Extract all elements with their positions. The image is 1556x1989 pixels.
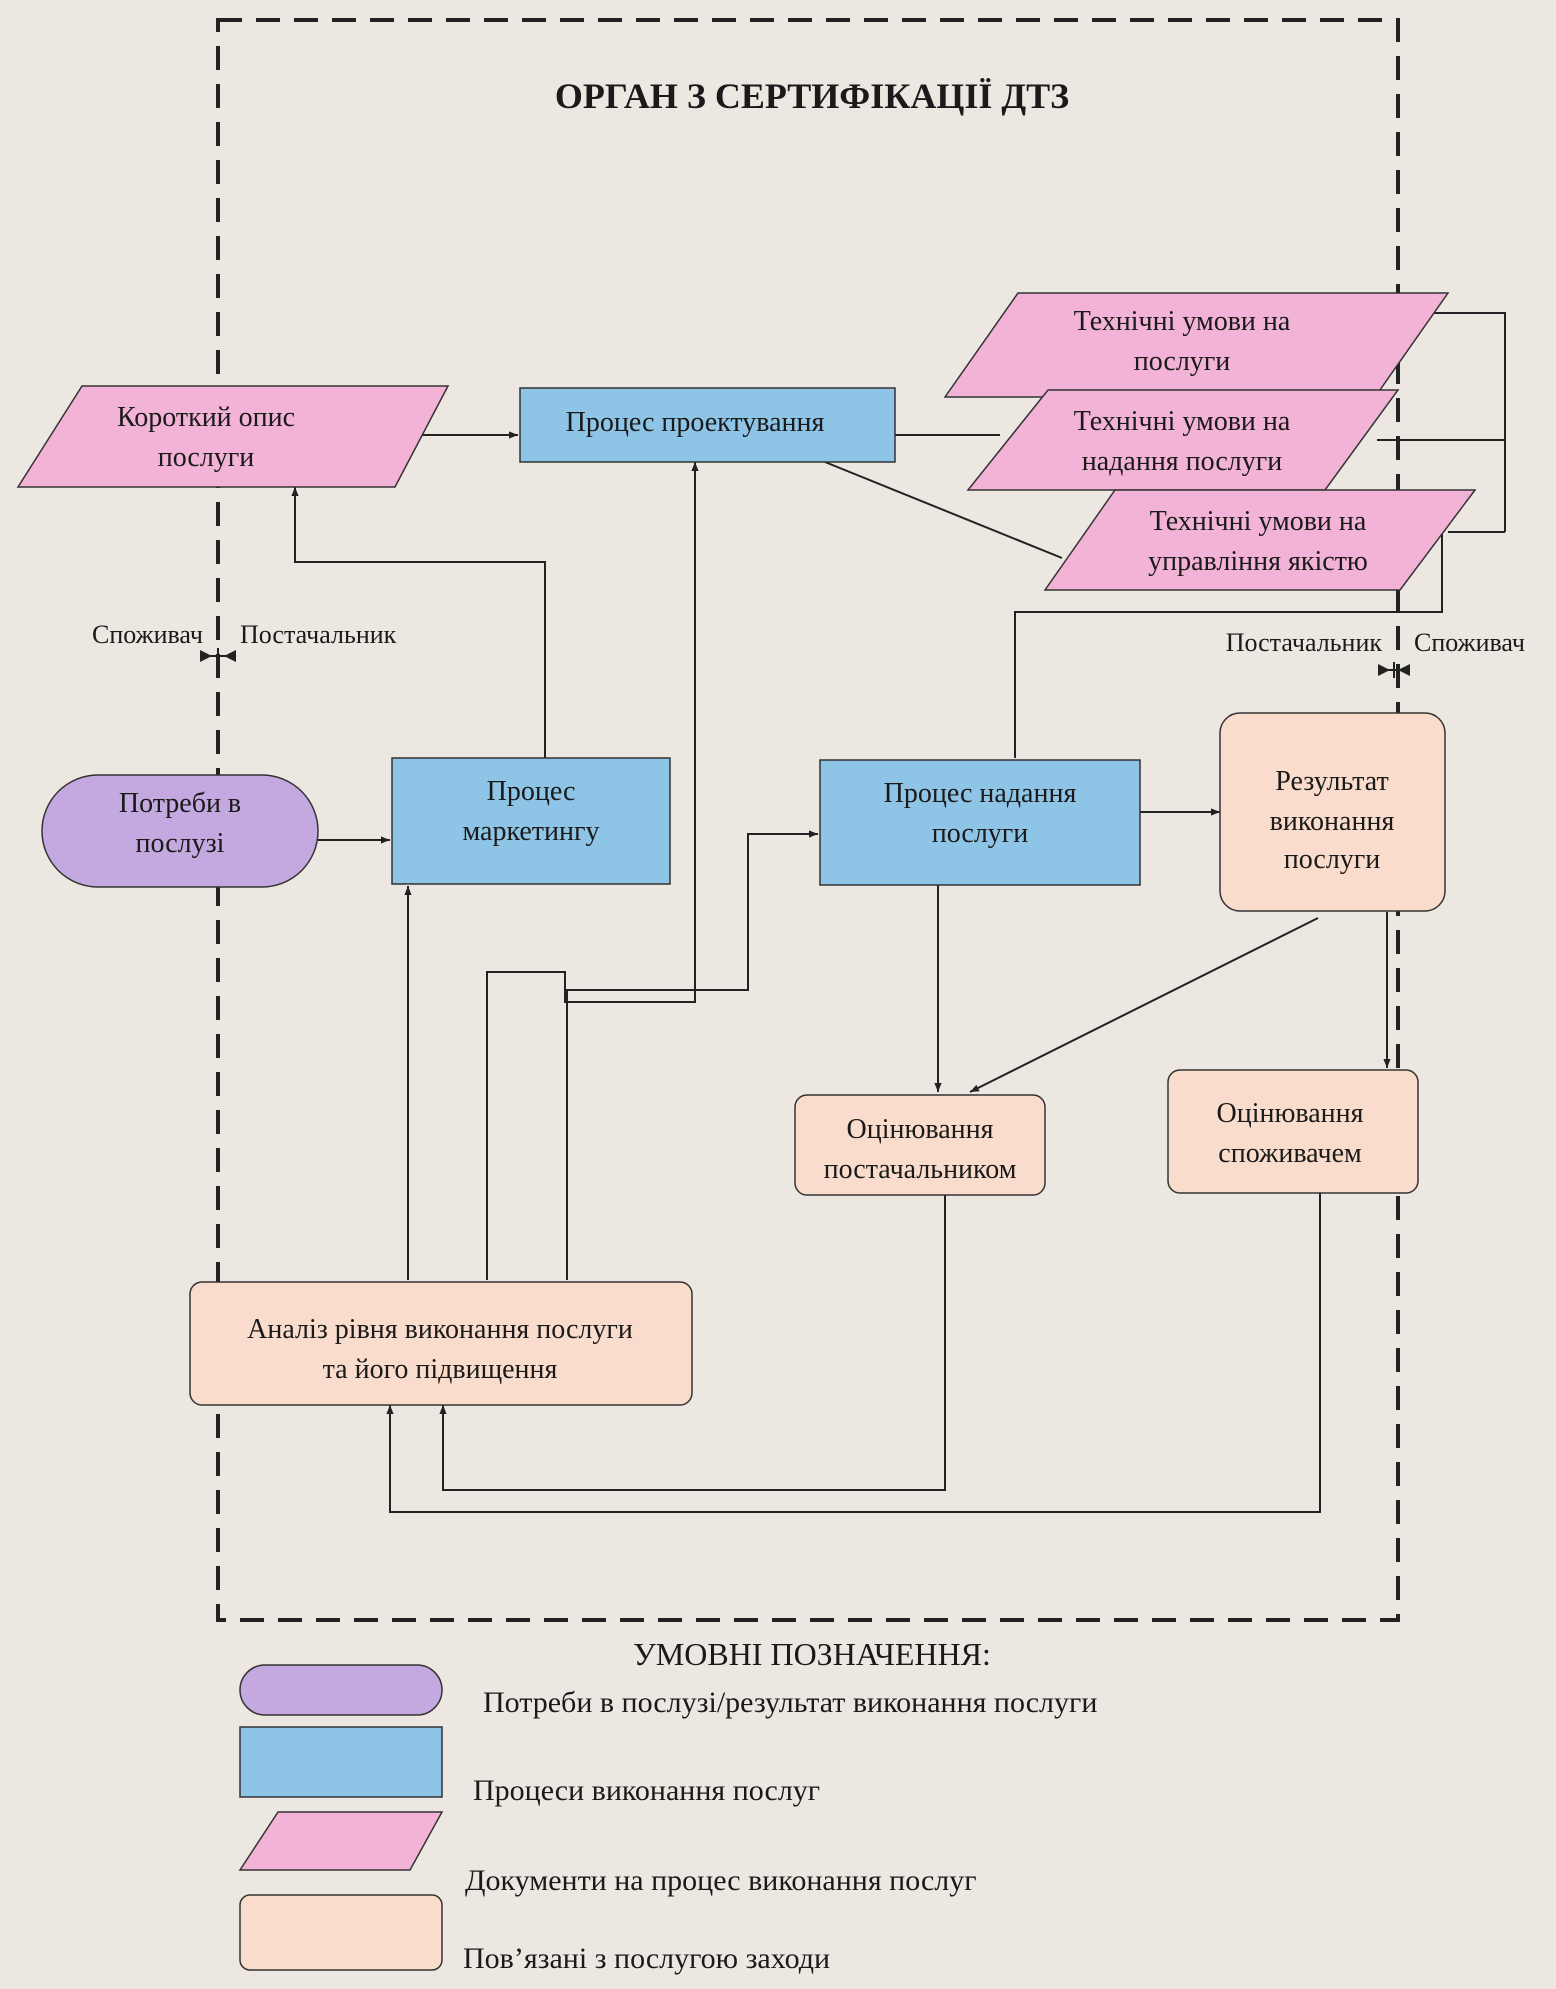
edge-analysis-to-design bbox=[486, 462, 699, 1280]
legend-title: УМОВНІ ПОЗНАЧЕННЯ: bbox=[633, 1636, 991, 1672]
boundary-left: Споживач Постачальник bbox=[92, 620, 397, 664]
node-label: Оцінювання bbox=[1216, 1098, 1363, 1129]
diagram-title: ОРГАН З СЕРТИФІКАЦІЇ ДТЗ bbox=[555, 76, 1069, 116]
node-tech-conditions-quality: Технічні умови на управління якістю bbox=[1043, 489, 1477, 591]
legend-item-need: Потреби в послузі/результат виконання по… bbox=[239, 1664, 1097, 1719]
node-label: послуги bbox=[158, 442, 255, 473]
legend-item-document: Документи на процес виконання послуг bbox=[238, 1811, 977, 1897]
document-shape bbox=[16, 385, 450, 488]
legend-process-swatch bbox=[239, 1726, 443, 1798]
edge-eval-supplier-to-analysis bbox=[439, 1193, 946, 1491]
node-design-process: Процес проектування bbox=[519, 387, 896, 463]
node-label: Процес bbox=[487, 776, 576, 807]
node-eval-consumer: Оцінювання споживачем bbox=[1167, 1069, 1419, 1194]
node-label: постачальником bbox=[824, 1154, 1017, 1185]
node-service-needs: Потреби в послузі bbox=[41, 774, 319, 888]
node-label: маркетингу bbox=[463, 816, 600, 847]
node-label: Процес проектування bbox=[566, 407, 825, 438]
boundary-right-consumer: Споживач bbox=[1414, 628, 1525, 657]
node-delivery-process: Процес надання послуги bbox=[819, 759, 1141, 886]
process-shape bbox=[819, 759, 1141, 886]
node-label: послуги bbox=[1134, 346, 1231, 377]
node-short-description: Короткий опис послуги bbox=[16, 385, 450, 488]
node-label: Потреби в bbox=[119, 788, 241, 819]
node-tech-conditions-delivery: Технічні умови на надання послуги bbox=[966, 389, 1400, 491]
node-label: Технічні умови на bbox=[1150, 506, 1367, 537]
need-shape bbox=[41, 774, 319, 888]
node-label: послуги bbox=[1284, 844, 1381, 875]
node-service-result: Результат виконання послуги bbox=[1219, 712, 1446, 912]
edge-eval-consumer-to-analysis bbox=[386, 1193, 1321, 1513]
edge-result-to-eval-supplier bbox=[969, 917, 1319, 1093]
node-label: та його підвищення bbox=[323, 1354, 558, 1385]
node-label: надання послуги bbox=[1082, 446, 1283, 477]
legend-document-swatch bbox=[238, 1811, 444, 1871]
node-label: виконання bbox=[1270, 806, 1395, 837]
measure-shape bbox=[1219, 712, 1446, 912]
node-marketing-process: Процес маркетингу bbox=[391, 757, 671, 885]
process-shape bbox=[519, 387, 896, 463]
node-label: Короткий опис bbox=[117, 402, 295, 433]
boundary-right-supplier: Постачальник bbox=[1226, 628, 1383, 657]
legend-item-measure: Пов’язані з послугою заходи bbox=[239, 1894, 830, 1975]
legend-label: Потреби в послузі/результат виконання по… bbox=[483, 1686, 1097, 1719]
node-label: споживачем bbox=[1218, 1138, 1362, 1169]
edge-analysis-to-delivery bbox=[566, 830, 818, 1280]
legend-need-swatch bbox=[239, 1664, 443, 1716]
process-shape bbox=[391, 757, 671, 885]
document-shape bbox=[1043, 489, 1477, 591]
edge-design-to-tech-quality bbox=[824, 461, 1063, 559]
legend-item-process: Процеси виконання послуг bbox=[239, 1726, 820, 1807]
legend-label: Документи на процес виконання послуг bbox=[465, 1864, 977, 1897]
node-label: послузі bbox=[136, 828, 225, 859]
measure-shape bbox=[1167, 1069, 1419, 1194]
boundary-right: Постачальник Споживач bbox=[1226, 628, 1525, 678]
measure-shape bbox=[794, 1094, 1046, 1196]
node-label: управління якістю bbox=[1148, 546, 1368, 577]
connectors bbox=[291, 312, 1506, 1513]
legend-label: Процеси виконання послуг bbox=[473, 1774, 820, 1807]
measure-shape bbox=[189, 1281, 693, 1406]
node-tech-conditions-service: Технічні умови на послуги bbox=[943, 292, 1450, 398]
node-label: Технічні умови на bbox=[1074, 306, 1291, 337]
edge-tech-to-delivery bbox=[1014, 532, 1443, 758]
edge-marketing-to-short-desc bbox=[291, 487, 546, 758]
node-label: Оцінювання bbox=[846, 1114, 993, 1145]
legend-label: Пов’язані з послугою заходи bbox=[463, 1942, 830, 1975]
node-eval-supplier: Оцінювання постачальником bbox=[794, 1094, 1046, 1196]
node-label: Процес надання bbox=[884, 778, 1077, 809]
legend-measure-swatch bbox=[239, 1894, 443, 1971]
boundary-left-supplier: Постачальник bbox=[240, 620, 397, 649]
node-label: послуги bbox=[932, 818, 1029, 849]
legend: УМОВНІ ПОЗНАЧЕННЯ: Потреби в послузі/рез… bbox=[238, 1636, 1097, 1975]
node-label: Результат bbox=[1275, 766, 1388, 797]
node-analysis: Аналіз рівня виконання послуги та його п… bbox=[189, 1281, 693, 1406]
boundary-left-consumer: Споживач bbox=[92, 620, 203, 649]
node-label: Технічні умови на bbox=[1074, 406, 1291, 437]
node-label: Аналіз рівня виконання послуги bbox=[247, 1314, 633, 1345]
